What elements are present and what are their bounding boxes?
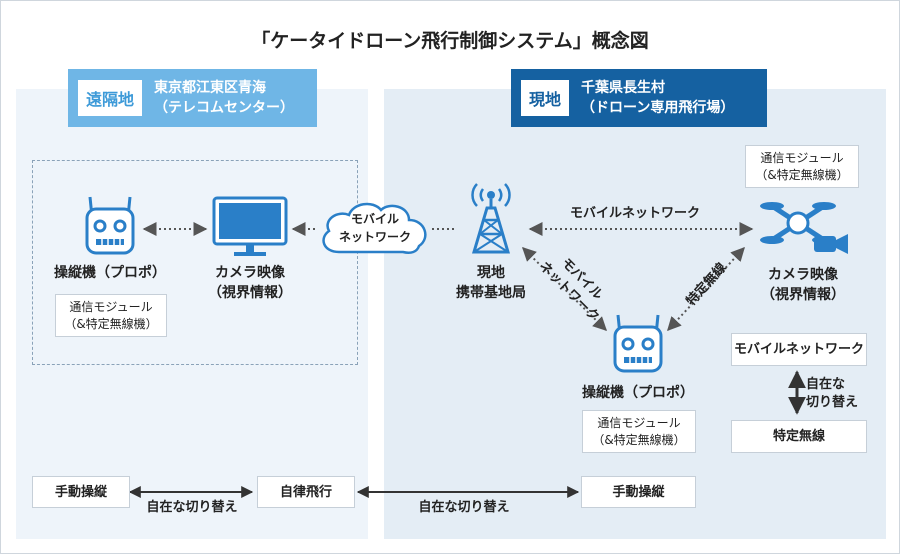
remote-controller-icon xyxy=(85,196,135,255)
link-label-tower-drone: モバイルネットワーク xyxy=(569,206,700,221)
drone-camera-line1: カメラ映像 xyxy=(768,267,838,283)
switch-bottom-box: 特定無線 xyxy=(731,420,867,453)
remote-module-line1: 通信モジュール xyxy=(69,299,153,314)
switch-label: 自在な 切り替え xyxy=(806,376,866,412)
drone-icon xyxy=(760,202,848,254)
remote-module-box: 通信モジュール （&特定無線機） xyxy=(55,294,167,337)
local-site-location: 千葉県長生村 （ドローン専用飛行場） xyxy=(581,78,734,118)
local-site-line1: 千葉県長生村 xyxy=(581,80,666,96)
link-drone-controller xyxy=(667,246,745,332)
remote-module-line2: （&特定無線機） xyxy=(64,316,158,331)
cloud-icon xyxy=(322,202,427,254)
cloud-line2: ネットワーク xyxy=(338,230,411,244)
local-module-line2: （&特定無線機） xyxy=(592,432,686,447)
cell-tower-icon xyxy=(471,183,511,254)
switch-left-label: 自在な切り替え xyxy=(146,500,238,515)
remote-controller-label: 操縦機（プロポ） xyxy=(54,265,166,281)
monitor-icon xyxy=(212,196,288,256)
tower-line1: 現地 xyxy=(477,265,505,281)
cloud-label: モバイル ネットワーク xyxy=(335,210,415,246)
diagram-title: 「ケータイドローン飛行制御システム」概念図 xyxy=(251,30,649,52)
remote-camera-line2: （視界情報） xyxy=(208,285,292,301)
local-site-tag: 現地 xyxy=(521,80,570,116)
remote-station-group xyxy=(32,160,358,365)
remote-site-tag: 遠隔地 xyxy=(78,80,143,116)
remote-camera-line1: カメラ映像 xyxy=(215,265,285,281)
switch-right-label: 自在な切り替え xyxy=(418,500,510,515)
drone-module-box: 通信モジュール （&特定無線機） xyxy=(745,145,859,188)
drone-module-line1: 通信モジュール xyxy=(760,150,844,165)
autonomous-flight-box: 自律飛行 xyxy=(257,476,355,508)
local-controller-icon xyxy=(613,314,663,373)
remote-camera-label: カメラ映像 （視界情報） xyxy=(194,263,306,303)
tower-label: 現地 携帯基地局 xyxy=(441,263,541,303)
drone-camera-label: カメラ映像 （視界情報） xyxy=(748,265,858,305)
remote-site-line1: 東京都江東区青海 xyxy=(154,80,267,96)
manual-control-left-box: 手動操縦 xyxy=(32,476,130,508)
remote-site-location: 東京都江東区青海 （テレコムセンター） xyxy=(154,78,294,118)
tower-line2: 携帯基地局 xyxy=(456,285,526,301)
manual-control-right-box: 手動操縦 xyxy=(581,476,696,508)
switch-label-line2: 切り替え xyxy=(806,395,859,410)
switch-label-line1: 自在な xyxy=(806,377,846,392)
local-module-line1: 通信モジュール xyxy=(597,415,681,430)
local-controller-label: 操縦機（プロポ） xyxy=(582,385,694,401)
local-module-box: 通信モジュール （&特定無線機） xyxy=(582,410,696,453)
cloud-line1: モバイル xyxy=(350,212,399,226)
drone-camera-line2: （視界情報） xyxy=(761,287,845,303)
switch-top-box: モバイルネットワーク xyxy=(731,333,867,366)
remote-site-header: 遠隔地 東京都江東区青海 （テレコムセンター） xyxy=(68,69,317,127)
local-site-line2: （ドローン専用飛行場） xyxy=(581,100,735,116)
local-site-header: 現地 千葉県長生村 （ドローン専用飛行場） xyxy=(511,69,767,127)
drone-module-line2: （&特定無線機） xyxy=(755,167,849,182)
remote-site-line2: （テレコムセンター） xyxy=(154,100,295,116)
